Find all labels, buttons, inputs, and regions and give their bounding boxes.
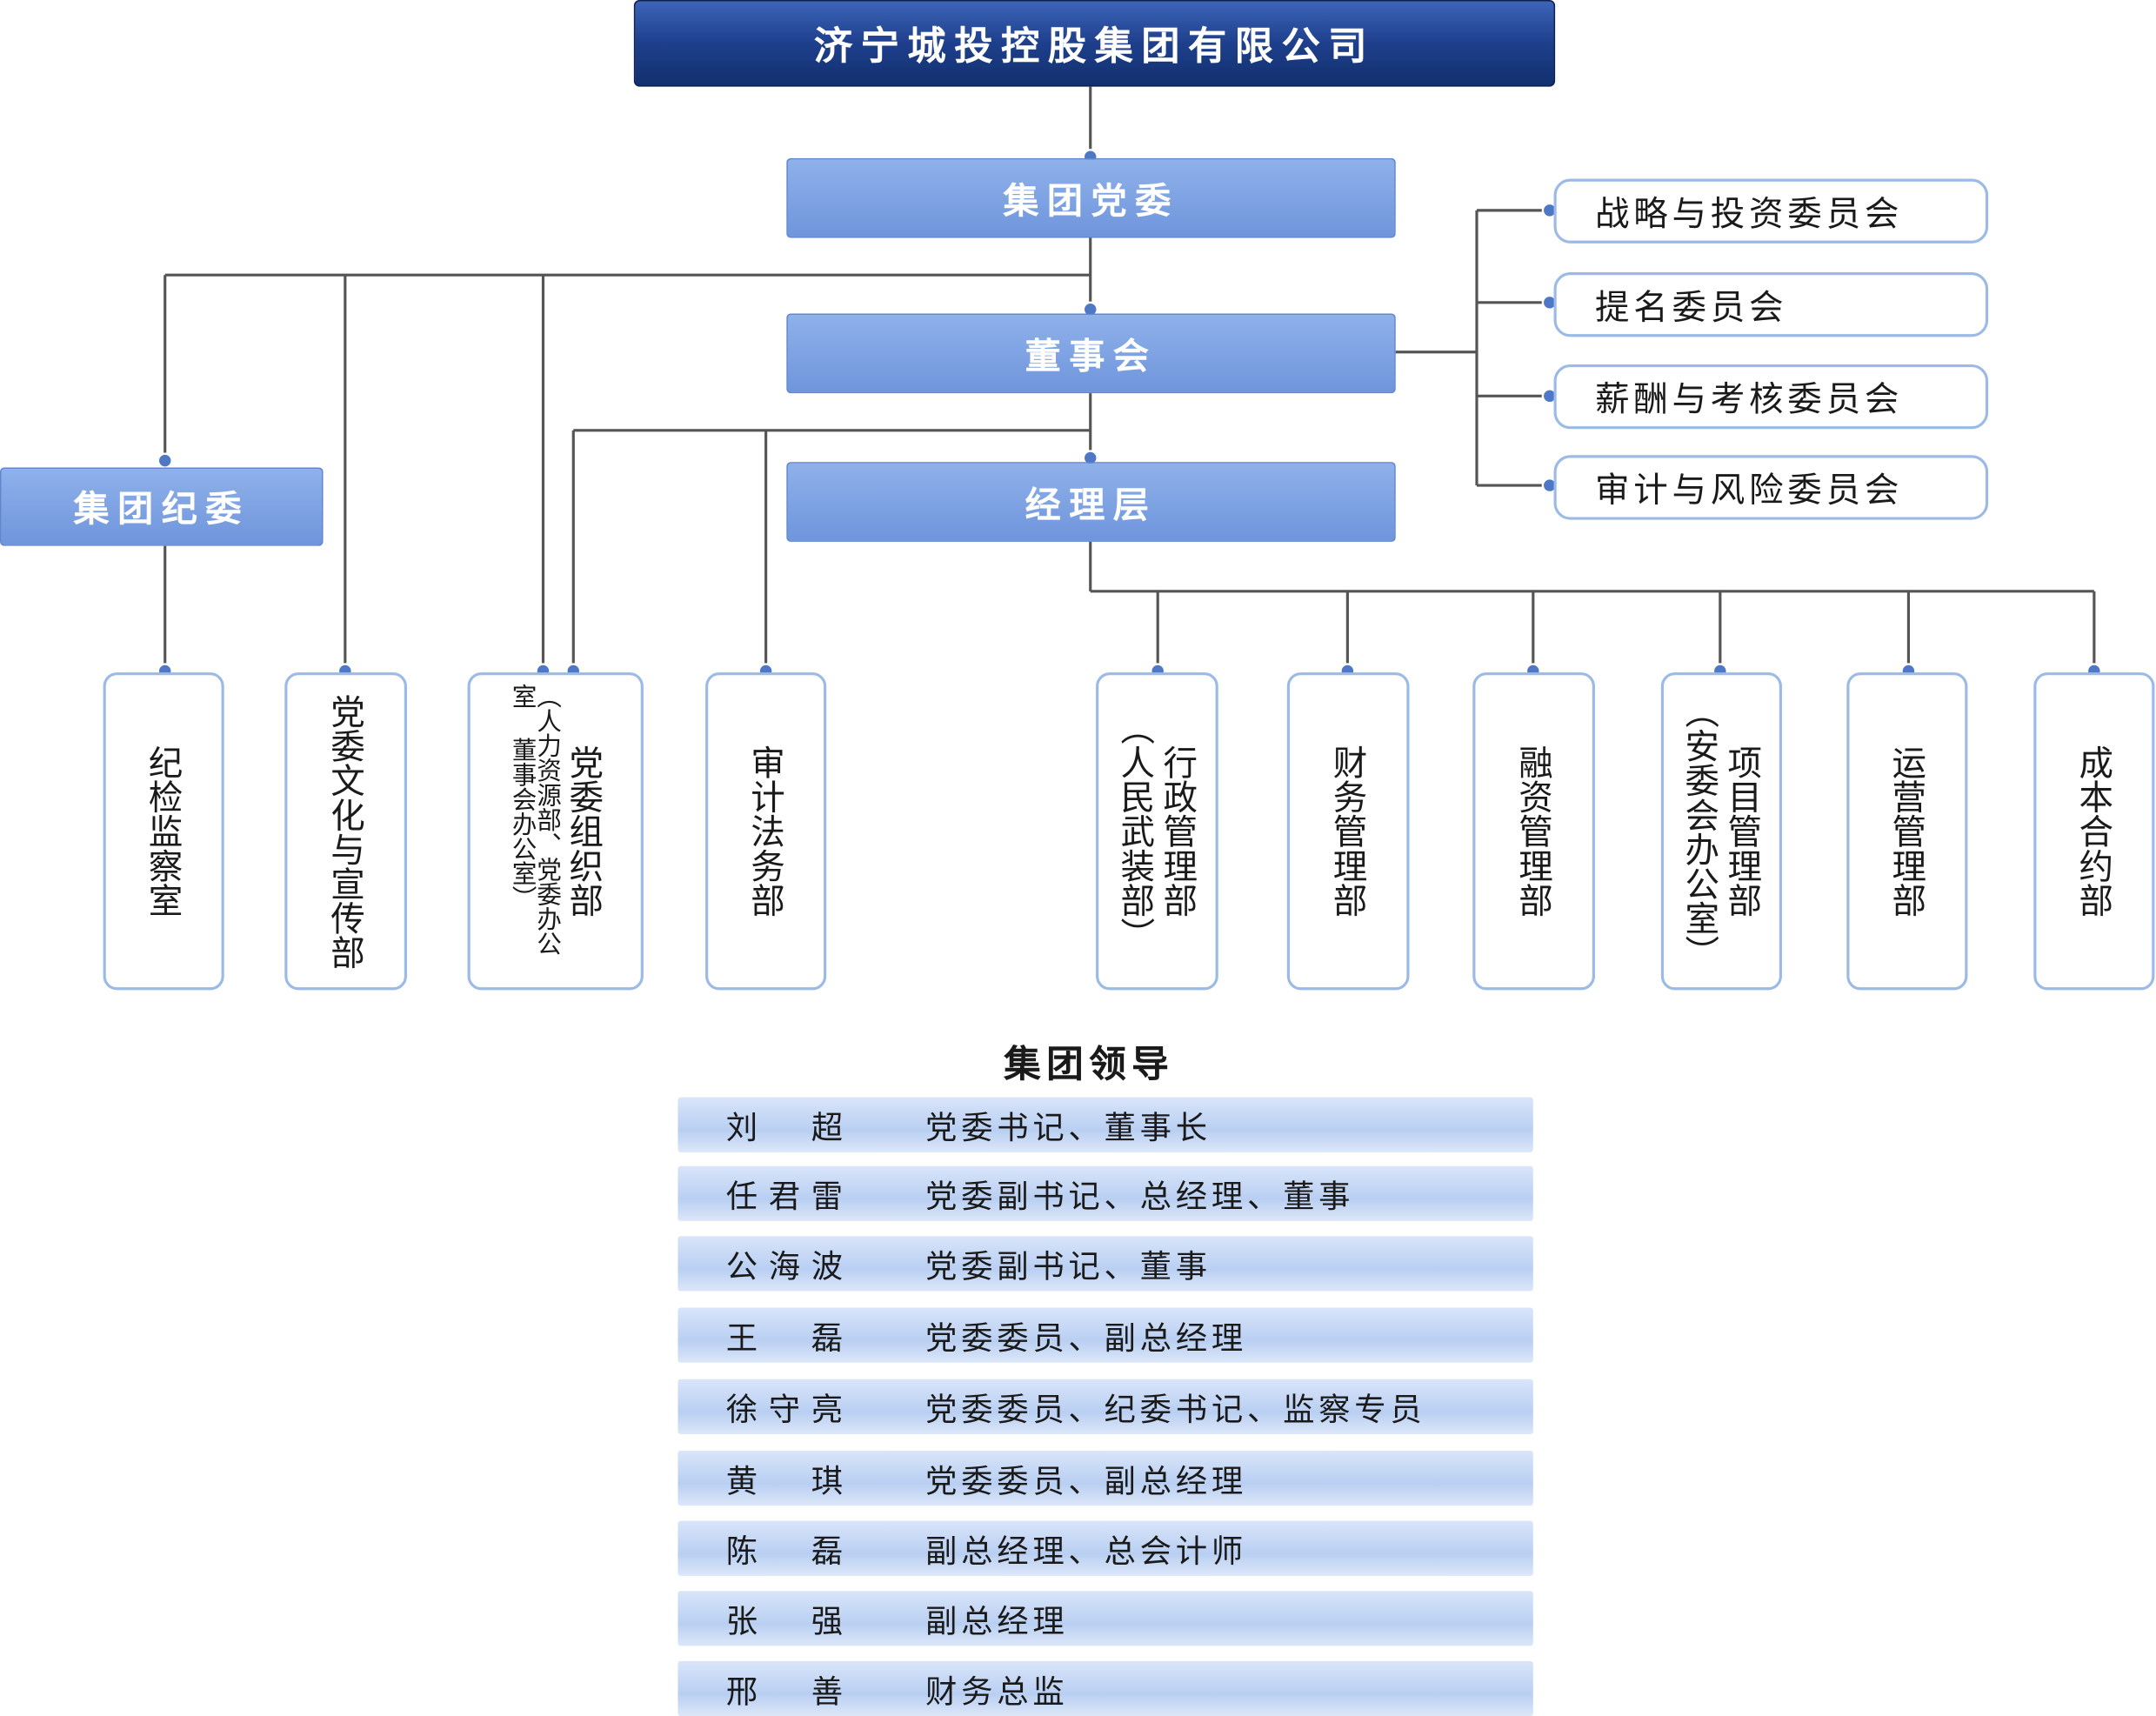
dept-finance: 财务管理部 bbox=[1286, 672, 1410, 991]
committee-strategy-investment: 战略与投资委员会 bbox=[1553, 178, 1989, 244]
dept-label: 纪检监察室 bbox=[144, 744, 184, 918]
leader-row: 刘 超 党委书记、董事长 bbox=[678, 1097, 1533, 1152]
dept-label: 党委文化与宣传部 bbox=[325, 693, 366, 969]
dept-sub-label: （安委会办公室） bbox=[1679, 693, 1720, 969]
party-committee-label: 集团党委 bbox=[1003, 180, 1179, 223]
dept-cost-contract: 成本合约部 bbox=[2033, 672, 2155, 991]
committee-label: 提名委员会 bbox=[1594, 286, 1788, 327]
dept-audit-legal: 审计法务部 bbox=[705, 672, 827, 991]
dept-operations: 运营管理部 bbox=[1846, 672, 1968, 991]
leader-name: 公海波 bbox=[725, 1250, 854, 1286]
leader-row: 公海波 党委副书记、董事 bbox=[678, 1236, 1533, 1292]
company-name-box: 济宁城投控股集团有限公司 bbox=[633, 0, 1556, 87]
board-box: 董事会 bbox=[786, 313, 1396, 394]
committee-nomination: 提名委员会 bbox=[1553, 272, 1989, 337]
leader-row: 黄 琪 党委委员、副总经理 bbox=[678, 1450, 1533, 1506]
dept-project-management: 项目管理部 （安委会办公室） bbox=[1660, 672, 1782, 991]
dept-label: 党委组织部 bbox=[564, 744, 604, 918]
leader-name: 张 强 bbox=[725, 1605, 854, 1641]
discipline-committee-label: 集团纪委 bbox=[73, 489, 250, 531]
dept-label: 运营管理部 bbox=[1886, 744, 1927, 918]
leader-name: 邢 善 bbox=[725, 1674, 854, 1711]
leader-row: 任君雷 党委副书记、总经理、董事 bbox=[678, 1165, 1533, 1221]
leader-role: 财务总监 bbox=[925, 1674, 1069, 1711]
leader-name: 徐守亮 bbox=[725, 1392, 854, 1429]
committee-label: 薪酬与考核委员会 bbox=[1594, 378, 1904, 419]
leader-role: 党委副书记、董事 bbox=[925, 1250, 1211, 1286]
leader-row: 王 磊 党委委员、副总经理 bbox=[678, 1307, 1533, 1363]
dept-administration: 行政管理部 （人民武装部） bbox=[1096, 672, 1218, 991]
dept-label: 行政管理部 bbox=[1158, 744, 1198, 918]
leader-role: 党委委员、副总经理 bbox=[925, 1464, 1247, 1500]
committee-audit-risk: 审计与风险委员会 bbox=[1553, 455, 1989, 520]
dept-sub-label: （人民武装部） bbox=[1115, 711, 1156, 952]
leader-row: 邢 善 财务总监 bbox=[678, 1660, 1533, 1716]
management-label: 经理层 bbox=[1025, 484, 1158, 526]
dept-financing: 融资管理部 bbox=[1472, 672, 1595, 991]
management-box: 经理层 bbox=[786, 462, 1396, 542]
dept-sub-label: （人力资源部、党委办公室 董事会办公室） bbox=[508, 683, 562, 956]
dept-label: 财务管理部 bbox=[1328, 744, 1369, 918]
committee-compensation-assessment: 薪酬与考核委员会 bbox=[1553, 364, 1989, 430]
leader-role: 副总经理 bbox=[925, 1605, 1069, 1641]
committee-label: 审计与风险委员会 bbox=[1594, 469, 1904, 510]
dept-discipline-inspection: 纪检监察室 bbox=[103, 672, 224, 991]
leader-row: 徐守亮 党委委员、纪委书记、监察专员 bbox=[678, 1379, 1533, 1434]
dept-party-organization: 党委组织部 （人力资源部、党委办公室 董事会办公室） bbox=[467, 672, 644, 991]
dept-party-culture-publicity: 党委文化与宣传部 bbox=[284, 672, 407, 991]
dept-label: 审计法务部 bbox=[745, 744, 786, 918]
leader-name: 黄 琪 bbox=[725, 1464, 854, 1500]
leader-role: 副总经理、总会计师 bbox=[925, 1534, 1247, 1571]
committee-label: 战略与投资委员会 bbox=[1594, 193, 1904, 233]
leader-row: 张 强 副总经理 bbox=[678, 1591, 1533, 1646]
leader-role: 党委书记、董事长 bbox=[925, 1111, 1211, 1147]
company-name: 济宁城投控股集团有限公司 bbox=[813, 23, 1375, 69]
leader-role: 党委委员、纪委书记、监察专员 bbox=[925, 1392, 1426, 1429]
party-committee-box: 集团党委 bbox=[786, 157, 1396, 238]
leader-name: 王 磊 bbox=[725, 1321, 854, 1358]
leader-row: 陈 磊 副总经理、总会计师 bbox=[678, 1520, 1533, 1576]
leader-name: 陈 磊 bbox=[725, 1534, 854, 1571]
discipline-committee-box: 集团纪委 bbox=[0, 467, 324, 546]
dept-label: 融资管理部 bbox=[1513, 744, 1554, 918]
dept-label: 项目管理部 bbox=[1722, 744, 1763, 918]
leader-name: 刘 超 bbox=[725, 1111, 854, 1147]
leaders-title: 集团领导 bbox=[1004, 1043, 1175, 1086]
leader-name: 任君雷 bbox=[725, 1179, 854, 1216]
dept-label: 成本合约部 bbox=[2073, 744, 2114, 918]
board-label: 董事会 bbox=[1025, 336, 1158, 377]
leader-role: 党委副书记、总经理、董事 bbox=[925, 1179, 1355, 1216]
leader-role: 党委委员、副总经理 bbox=[925, 1321, 1247, 1358]
